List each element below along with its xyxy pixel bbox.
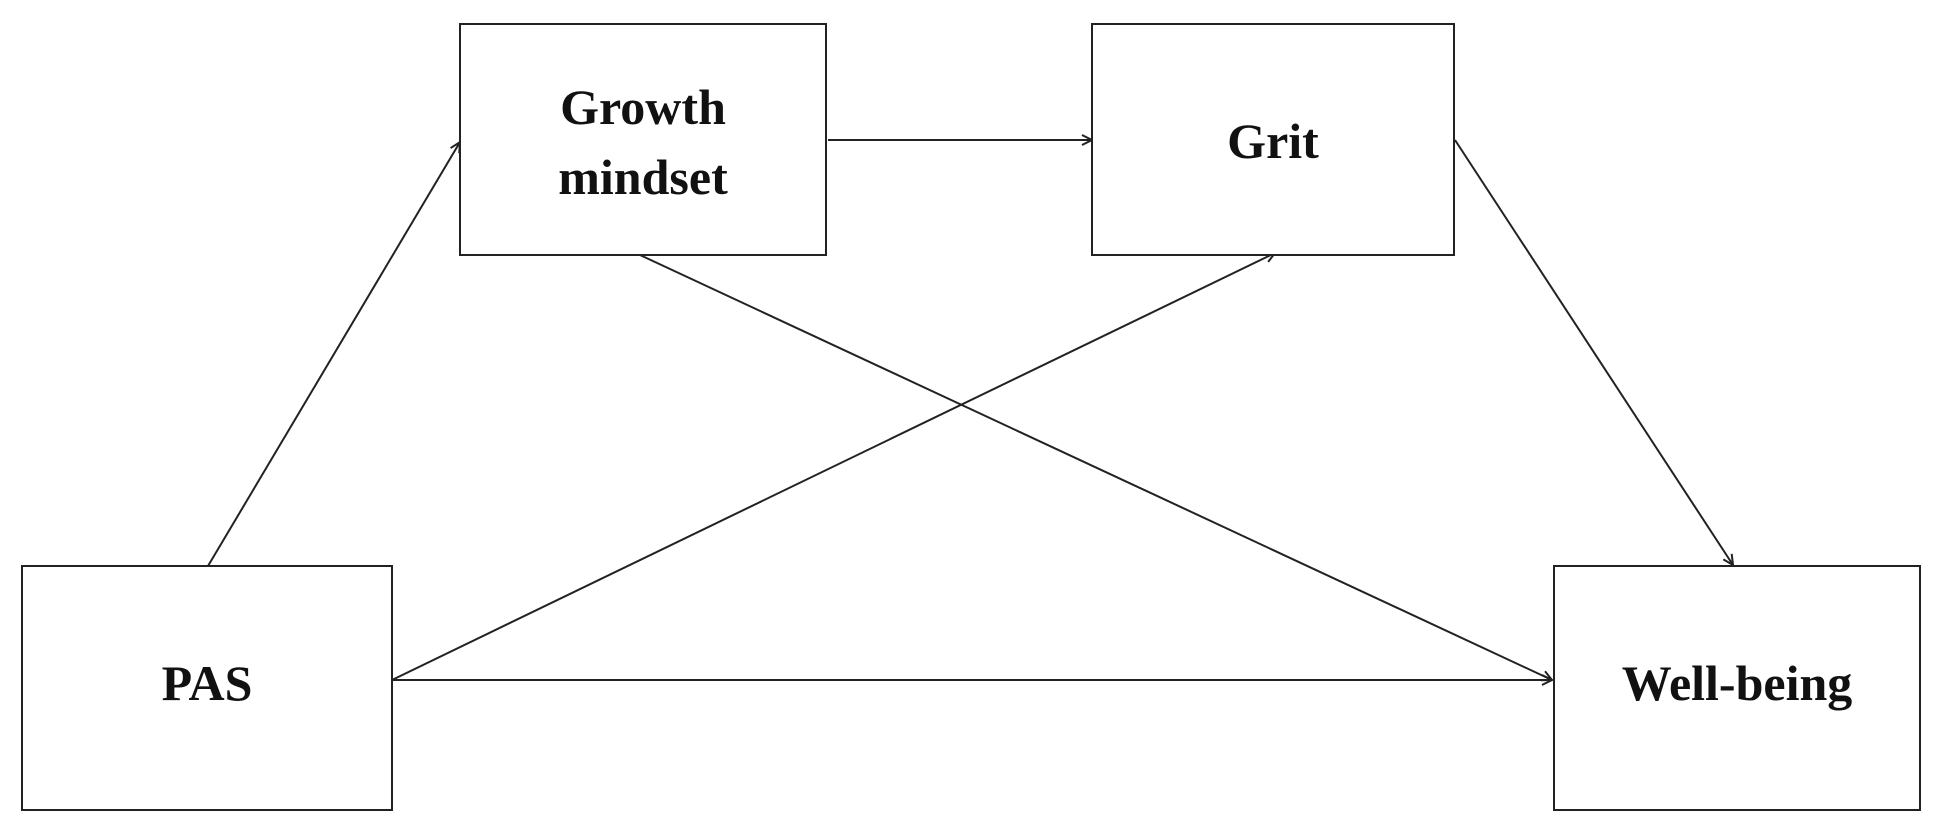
edge-growth-mindset-to-well-being [639, 254, 1552, 680]
node-well-being: Well-being [1553, 565, 1921, 811]
node-growth-mindset: Growth mindset [459, 23, 827, 256]
node-grit-label: Grit [1227, 113, 1319, 169]
edge-pas-to-growth-mindset [207, 142, 460, 567]
edge-grit-to-well-being [1454, 139, 1733, 565]
node-pas-label: PAS [162, 655, 253, 711]
node-pas: PAS [21, 565, 393, 811]
node-well-being-label: Well-being [1622, 655, 1853, 711]
node-grit: Grit [1091, 23, 1455, 256]
node-growth-mindset-label-line2: mindset [558, 149, 728, 205]
node-growth-mindset-label-line1: Growth [560, 79, 726, 135]
edge-pas-to-grit [391, 253, 1275, 681]
